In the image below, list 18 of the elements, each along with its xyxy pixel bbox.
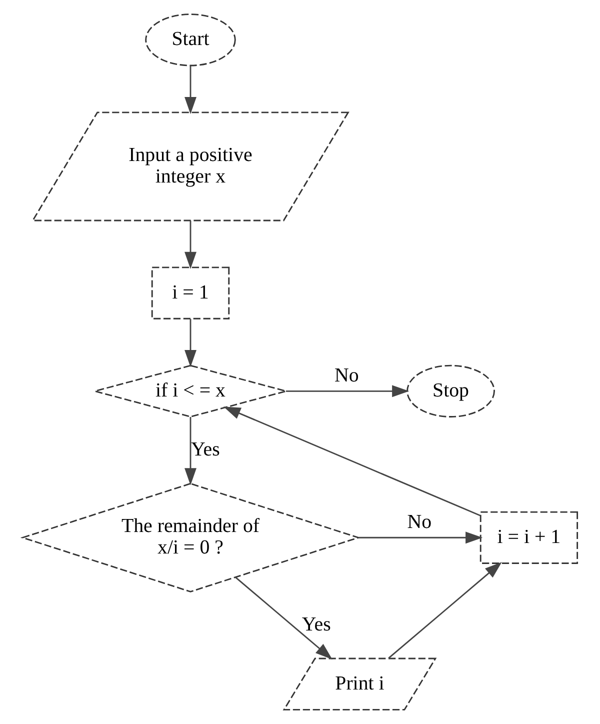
arrow: [223, 406, 480, 516]
node-ellipse: Start: [145, 14, 236, 66]
node-ellipse: Stop: [406, 364, 495, 418]
node-box: i = i + 1: [480, 511, 578, 564]
edge-label: Yes: [302, 613, 331, 636]
edge-label: No: [334, 364, 359, 386]
arrow: [184, 66, 196, 114]
arrow: [286, 385, 410, 398]
arrow: [388, 562, 502, 659]
arrow: [184, 416, 196, 486]
edge-label: No: [407, 510, 432, 533]
arrow: [358, 532, 483, 544]
edge-label: Yes: [190, 438, 220, 460]
node-diamond: The remainder of x/i = 0 ?: [20, 482, 361, 592]
arrow: [184, 318, 196, 368]
node-box: i = 1: [151, 266, 230, 320]
arrow: [235, 577, 332, 660]
arrow: [184, 220, 196, 269]
